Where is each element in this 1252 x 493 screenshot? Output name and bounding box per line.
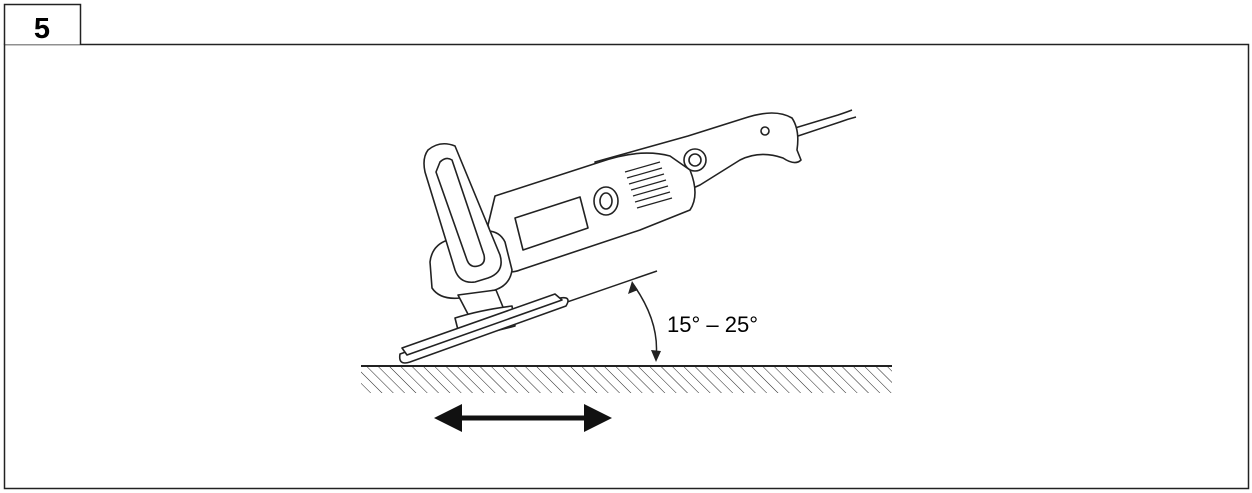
angle-indicator bbox=[628, 281, 661, 362]
floor-surface bbox=[361, 365, 892, 393]
double-arrow-icon bbox=[434, 404, 612, 432]
figure-frame bbox=[3, 43, 1250, 490]
figure-number: 5 bbox=[34, 13, 50, 45]
polisher-icon bbox=[398, 109, 857, 364]
figure-number-tab bbox=[3, 3, 82, 45]
angle-label: 15° – 25° bbox=[667, 312, 758, 337]
